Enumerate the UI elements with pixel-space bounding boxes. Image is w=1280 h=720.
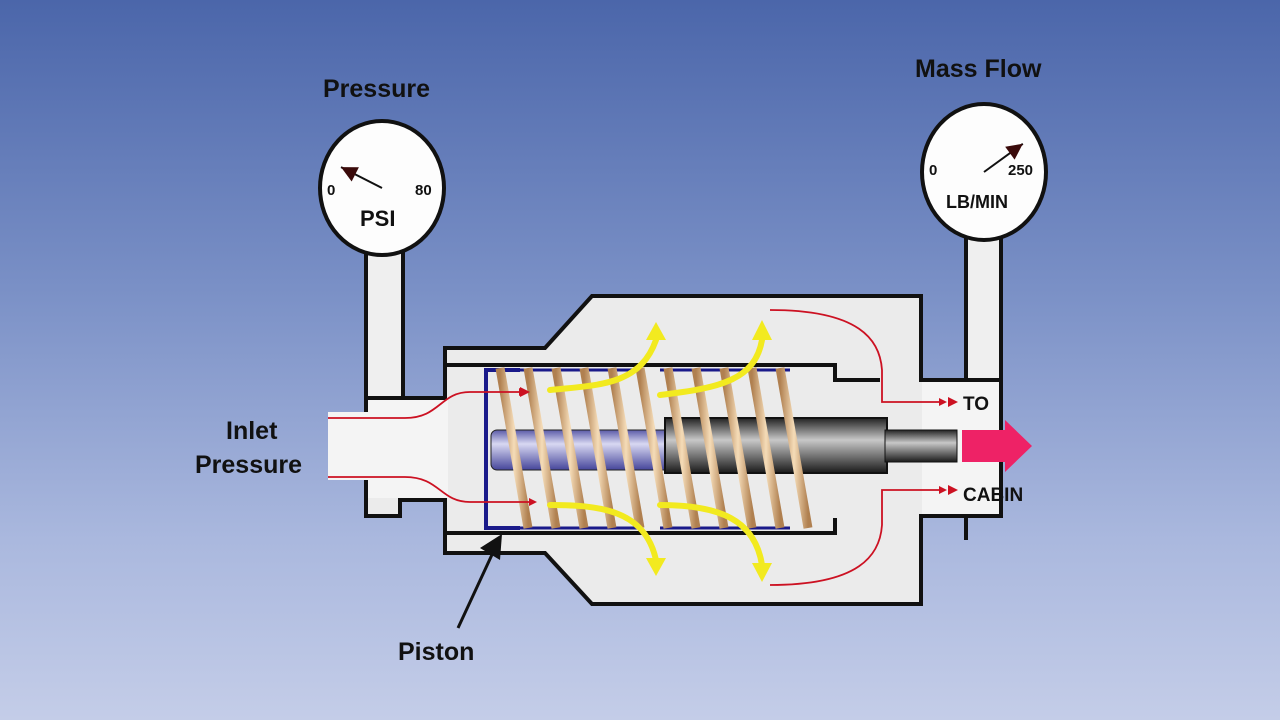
mass-flow-unit: LB/MIN: [946, 192, 1008, 212]
mass-flow-gauge-title: Mass Flow: [915, 55, 1042, 83]
mass-flow-scale-min: 0: [929, 162, 938, 179]
valve-shaft: [664, 417, 888, 474]
outlet-arrow: [962, 420, 1032, 472]
piston-pointer-line: [456, 545, 498, 629]
pressure-scale-max: 80: [415, 182, 432, 199]
pressure-gauge-stem: [364, 245, 405, 400]
pressure-gauge-needle-head: [341, 167, 359, 182]
cylinder-inner-wall-bottom: [445, 518, 837, 535]
piston-label: Piston: [398, 638, 475, 666]
mass-flow-gauge-needle-head: [1005, 143, 1023, 160]
red-double-arrowheads: [520, 387, 958, 495]
mass-flow-gauge: [920, 102, 1048, 242]
yellow-flow-bottom-left: [547, 502, 659, 563]
inlet-label-line1: Inlet: [226, 417, 278, 445]
spring: [495, 367, 813, 529]
piston-pointer-head: [480, 534, 502, 560]
pressure-unit: PSI: [360, 206, 396, 231]
mass-flow-scale-max: 250: [1008, 162, 1034, 179]
pressure-scale-min: 0: [327, 182, 336, 199]
mass-flow-gauge-stem: [964, 232, 1003, 382]
yellow-flow-arrows: [547, 337, 765, 568]
red-flow-inlet-top: [328, 388, 527, 419]
inlet-label-line2: Pressure: [195, 451, 303, 479]
yellow-flow-bottom-right: [657, 502, 765, 568]
yellow-flow-top-right: [657, 337, 765, 398]
pressure-gauge-title: Pressure: [323, 75, 431, 103]
red-flow-inlet-bottom: [328, 476, 537, 506]
red-flow-outlet-bottom: [769, 486, 947, 586]
pressure-gauge: [318, 119, 446, 257]
red-flow-outlet-top: [769, 309, 947, 406]
valve-shaft-tip: [884, 429, 958, 463]
outlet-cabin-label: CABIN: [963, 485, 1024, 506]
yellow-arrowheads: [646, 320, 772, 582]
red-flow-lines: [328, 309, 947, 586]
outlet-to-label: TO: [963, 394, 990, 415]
yellow-flow-top-left: [547, 337, 659, 393]
